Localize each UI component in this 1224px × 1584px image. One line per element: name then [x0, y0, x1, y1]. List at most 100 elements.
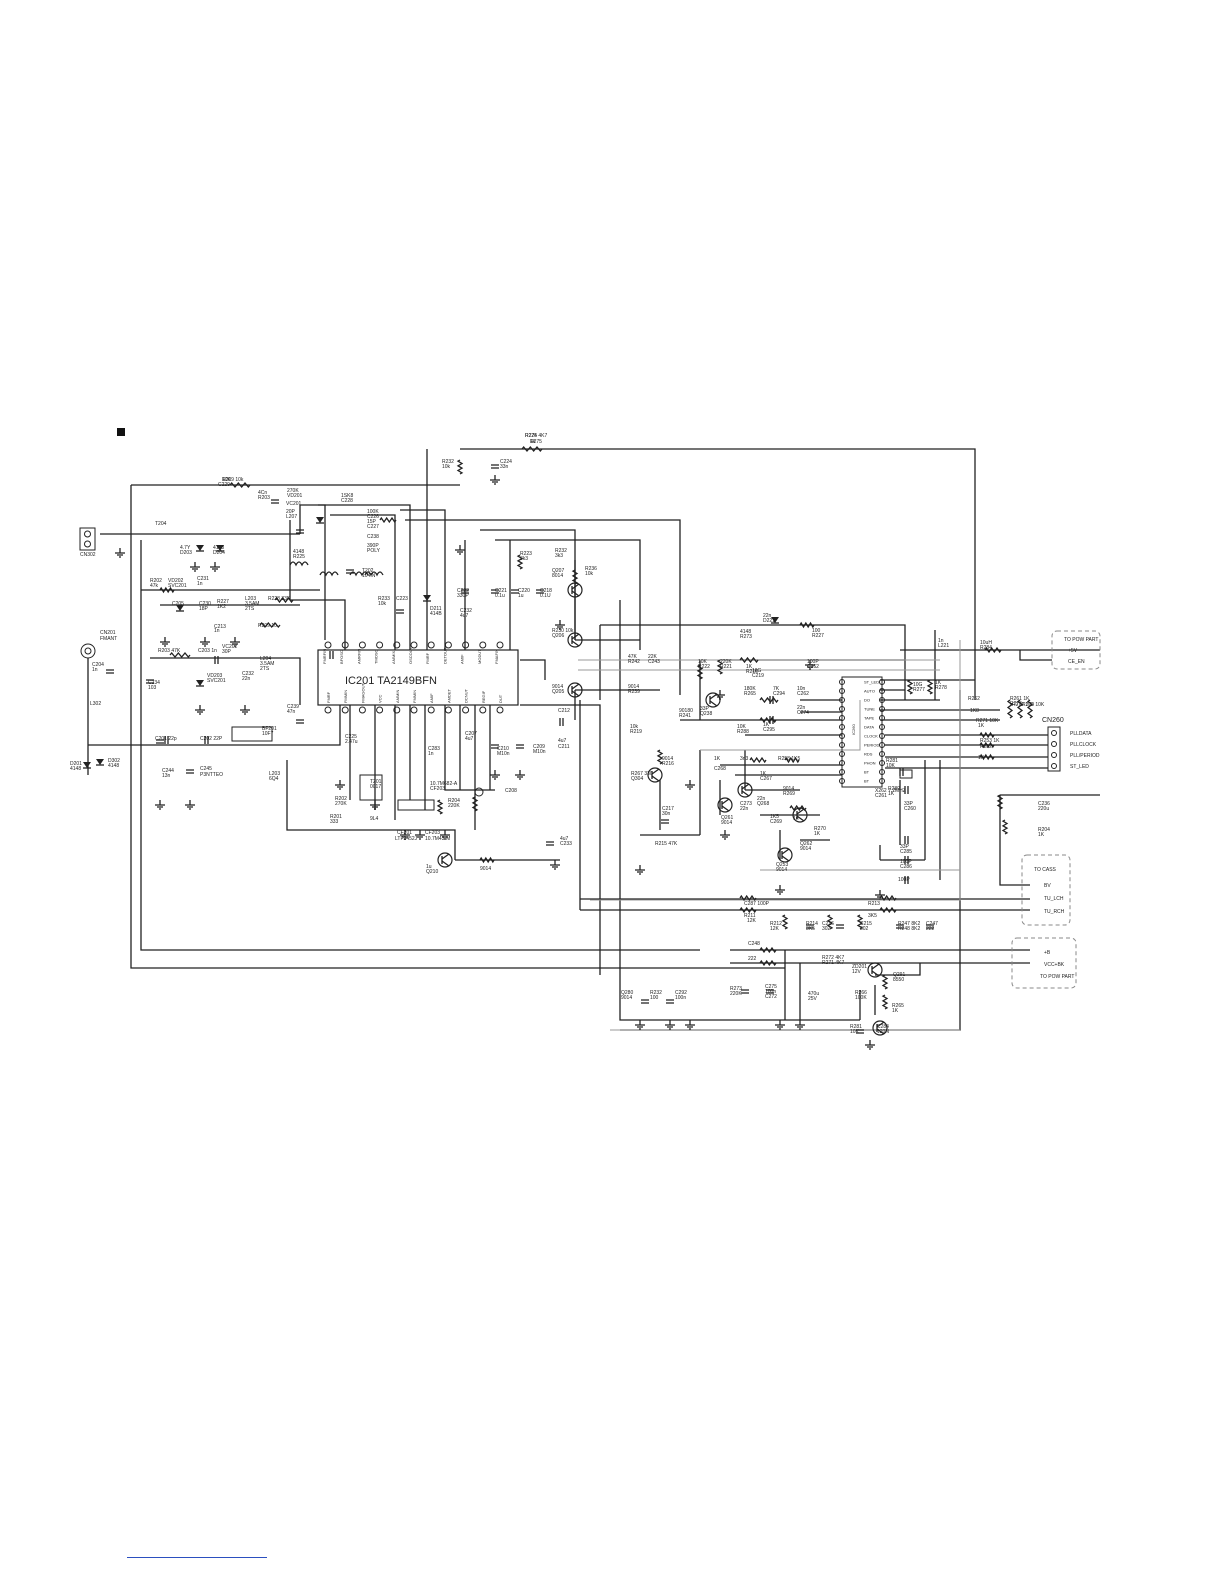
label-5: R203	[258, 495, 270, 501]
svg-text:BV: BV	[1044, 883, 1051, 889]
label-50: C222	[457, 588, 469, 594]
label-168: 180K	[744, 686, 756, 692]
capacitor-v-23	[666, 999, 674, 1004]
label-275: R265	[892, 1003, 904, 1009]
cf203-resonator	[474, 787, 484, 797]
label-103: 4148	[108, 763, 119, 769]
label-14: 4.7Y	[180, 545, 191, 551]
label-112: T201	[370, 779, 382, 785]
ground-12	[400, 830, 410, 840]
label-87: C232	[242, 671, 254, 677]
ic-pin-top-label-3: TMOSC	[374, 649, 379, 664]
label-223: Q262	[800, 841, 812, 847]
label-233: C261	[875, 793, 887, 799]
resistor-h-21	[879, 906, 897, 914]
wire-1	[426, 448, 976, 700]
diode-0	[176, 605, 184, 611]
resistor-v-8	[1006, 699, 1014, 719]
led-pin-label-3: TUNE	[864, 707, 875, 712]
ic-pin-bottom-3	[376, 706, 384, 714]
wire-30	[640, 750, 701, 836]
label-293: R271 10K	[976, 718, 999, 724]
wire-9	[87, 658, 341, 775]
label-31: VD202	[168, 578, 184, 584]
ic-pin-top-label-6: FMRF	[425, 652, 430, 664]
label-42: R228 33R	[268, 596, 291, 602]
label-229: 1K	[888, 791, 895, 797]
label-291: R262	[968, 696, 980, 702]
wire-light-2	[700, 700, 861, 751]
transistor-6	[717, 797, 733, 813]
label-74: R203 47K	[158, 648, 181, 654]
label-133: 4u7	[558, 738, 567, 744]
ic-pin-top-5	[410, 641, 418, 649]
label-127: 4u7	[465, 736, 474, 742]
svg-text:TU_LCH: TU_LCH	[1044, 896, 1064, 902]
resistor-v-17	[881, 994, 889, 1010]
label-181: R288	[737, 729, 749, 735]
label-213: C269	[770, 819, 782, 825]
led-pin-r-3	[879, 706, 885, 712]
ic-pin-bottom-label-2: FMAGOUT	[360, 682, 365, 703]
label-243: 12K	[747, 918, 757, 924]
components	[83, 445, 1034, 1050]
resistor-v-1	[516, 554, 524, 570]
label-210: 9014	[783, 786, 794, 792]
label-209: Q268	[757, 801, 769, 807]
label-283: R232	[650, 990, 662, 996]
wire-27	[579, 700, 1030, 911]
label-41: 2TS	[245, 606, 255, 612]
label-10: VC201	[286, 501, 302, 507]
led-pin-r-7	[879, 742, 885, 748]
label-82: 1n	[92, 667, 98, 673]
label-51: 330P	[457, 593, 469, 599]
label-106: C245	[200, 766, 212, 772]
label-241: C287 100P	[744, 901, 770, 907]
cn260: CN260 PLLDATA PLLCLOCK PLL/PERIOD ST_LED	[1042, 717, 1100, 772]
label-186: 10uH	[980, 640, 992, 646]
ic-pin-bottom-label-7: AMDET	[446, 688, 451, 703]
ground-25	[665, 1020, 675, 1030]
ground-4	[200, 637, 210, 647]
ground-11	[370, 800, 380, 810]
ground-18	[635, 865, 645, 875]
label-17: D204	[213, 550, 225, 556]
label-25: 390P	[367, 543, 379, 549]
led-pin-r-1	[879, 688, 885, 694]
cn260-ref: CN260	[1042, 717, 1064, 724]
label-19: R225	[293, 554, 305, 560]
label-155: R273	[740, 634, 752, 640]
resistor-v-10	[1026, 699, 1034, 719]
label-61: 3k3	[520, 556, 528, 562]
label-101: 4148	[70, 766, 81, 772]
label-73: 33n	[500, 464, 509, 470]
to-pow-part-1: TO POW PART +5V CE_EN	[1051, 630, 1101, 670]
label-169: R265	[744, 691, 756, 697]
ic-pin-top-label-5: OSCOUT	[408, 646, 413, 664]
capacitor-h-0	[164, 736, 169, 744]
label-139: 9014	[480, 866, 491, 872]
diode-8	[771, 617, 779, 623]
label-179: R227	[812, 633, 824, 639]
led-pin-l-2	[839, 697, 845, 703]
resistor-v-2	[571, 569, 579, 585]
label-296: R274 4K7	[525, 433, 547, 439]
resistor-v-3	[906, 679, 914, 695]
label-108: R201	[330, 814, 342, 820]
led-pin-label-2: DO	[864, 698, 870, 703]
label-92: BF201	[262, 726, 277, 732]
ic-pin-bottom-0	[324, 706, 332, 714]
resistor-h-24	[479, 856, 495, 864]
label-28: 104IN	[362, 573, 376, 579]
led-pin-l-6	[839, 733, 845, 739]
capacitor-h-9	[904, 876, 909, 884]
label-187: R284	[980, 645, 992, 651]
label-90: C201 22p	[155, 736, 177, 742]
label-161: R216	[746, 669, 758, 675]
capacitor-v-22	[641, 999, 649, 1004]
led-pin-r-9	[879, 760, 885, 766]
led-pin-label-9: PHON	[864, 761, 876, 766]
ground-29	[455, 545, 465, 555]
label-29: R202	[150, 578, 162, 584]
ground-31	[555, 620, 565, 630]
